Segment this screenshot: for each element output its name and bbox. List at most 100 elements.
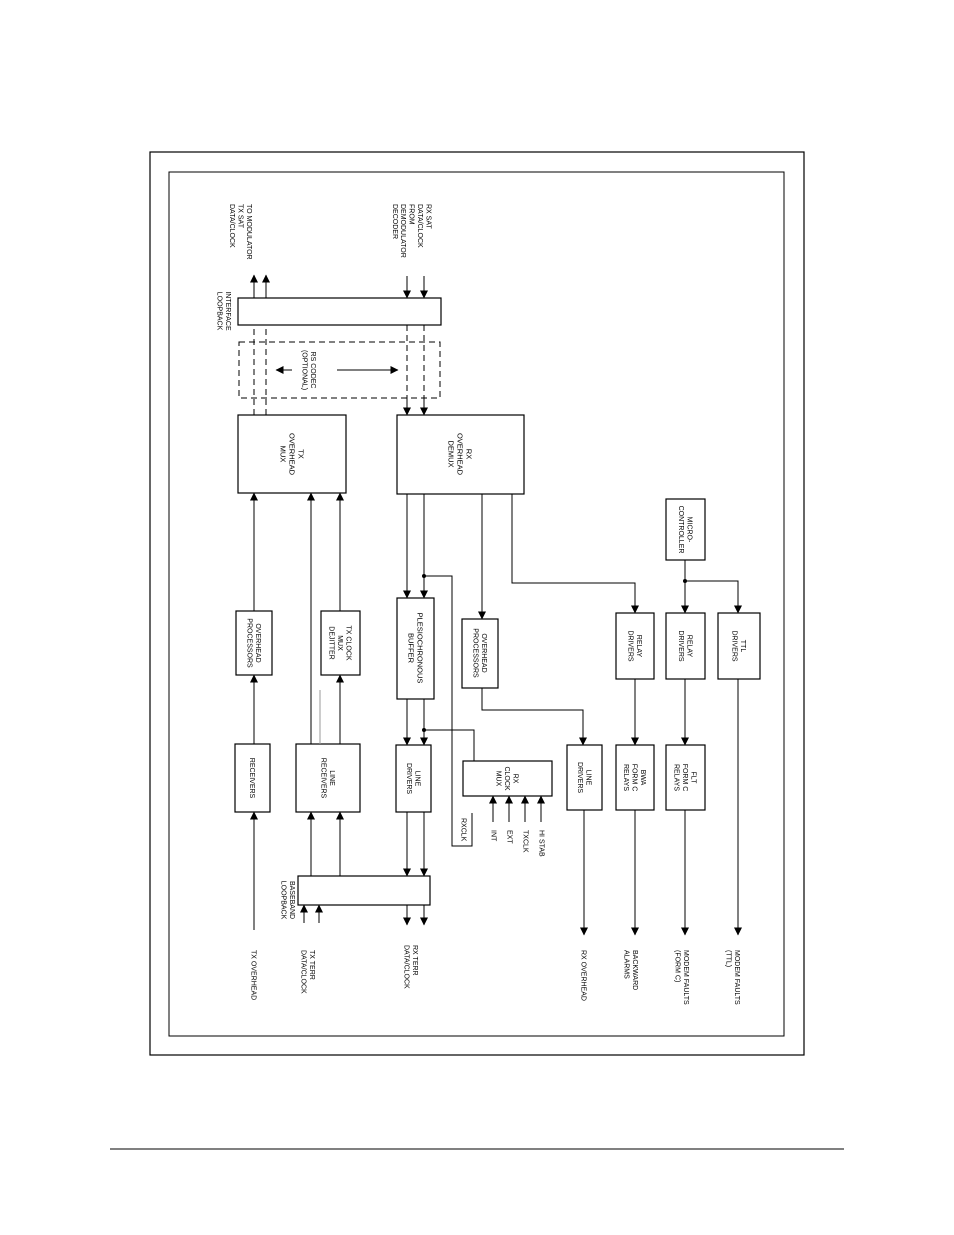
tx-clock-mux-block: TX CLOCKMUXDEJITTER [320, 610, 361, 676]
text-line: DECODER [391, 204, 398, 239]
text-line: RELAY [685, 635, 692, 658]
text-line: BWA [639, 770, 646, 786]
line-receivers-block: LINERECEIVERS [295, 743, 361, 813]
text-line: MUX [278, 446, 287, 463]
interface-loopback-label: INTERFACELOOPBACK [215, 291, 230, 331]
text-line: BACKWARD [631, 950, 638, 990]
text-line: OVERHEAD [455, 433, 464, 476]
line-drivers-1-label: LINEDRIVERS [405, 763, 420, 794]
text-line: DRIVERS [626, 630, 633, 661]
text-line: LINE [584, 770, 591, 786]
text-line: DATA/CLOCK [228, 204, 235, 248]
text-line: DRIVERS [576, 762, 583, 793]
text-line: DEMODULATOR [399, 204, 406, 258]
signal-lines [250, 274, 742, 936]
text-line: DATA/CLOCK [402, 945, 409, 989]
rx-overhead-label: RX OVERHEAD [580, 950, 587, 1001]
rx-terr-label: RX TERRDATA/CLOCK [402, 945, 417, 989]
rx-clock-mux-label: RXCLOCKMUX [495, 766, 519, 790]
ext-label: EXT [506, 830, 513, 844]
text-line: DATA/CLOCK [416, 204, 423, 248]
flt-relays-label: FLTFORM CRELAYS [673, 764, 697, 792]
overhead-processors-rx-label: OVERHEADPROCESSORS [471, 628, 486, 678]
modem-faults-form-c-label: MODEM FAULTS(FORM C) [673, 950, 688, 1005]
text-line: DRIVERS [677, 630, 684, 661]
text-line: FORM C [681, 764, 688, 792]
text-line: HI STAB [538, 830, 545, 857]
rx-clock-mux-block: RXCLOCKMUX [462, 760, 553, 797]
text-line: FLT [689, 772, 696, 785]
text-line: DEMUX [446, 440, 455, 467]
text-line: MODEM FAULTS [733, 950, 740, 1005]
text-line: RELAYS [673, 764, 680, 791]
rx-overhead-demux-block: RXOVERHEADDEMUX [396, 414, 525, 495]
text-line: RX OVERHEAD [580, 950, 587, 1001]
text-line: RELAY [635, 635, 642, 658]
relay-drivers-2-label: RELAYDRIVERS [677, 630, 692, 661]
text-line: EXT [506, 830, 513, 844]
tx-overhead-mux-block: TXOVERHEADMUX [237, 414, 347, 494]
rx-overhead-demux-label: RXOVERHEADDEMUX [446, 433, 473, 476]
text-line: TX TERR [308, 950, 315, 980]
text-line: (FORM C) [673, 950, 680, 982]
text-line: MODEM FAULTS [682, 950, 689, 1005]
txclk-label: TXCLK [522, 830, 529, 853]
tx-overhead-mux-label: TXOVERHEADMUX [278, 433, 305, 476]
text-line: CLOCK [503, 766, 510, 790]
text-line: RELAYS [622, 764, 629, 791]
text-line: FORM C [631, 764, 638, 792]
text-line: PROCESSORS [245, 618, 252, 668]
text-line: ALARMS [622, 950, 629, 979]
micro-controller-label: MICRO-CONTROLLER [677, 506, 692, 554]
tx-clock-mux-label: TX CLOCKMUXDEJITTER [328, 625, 352, 660]
text-line: (OPTIONAL) [300, 350, 307, 390]
line-drivers-1-block: LINEDRIVERS [395, 744, 432, 813]
text-line: MICRO- [685, 517, 692, 543]
plesiochronous-buffer-label: PLESIOCHRONOUSBUFFER [406, 613, 424, 684]
rxclk-label: RXCLK [460, 818, 467, 842]
text-line: RX [464, 449, 473, 459]
line-receivers-label: LINERECEIVERS [319, 758, 334, 799]
micro-controller-block: MICRO-CONTROLLER [665, 498, 706, 561]
rs-codec-label: RS CODEC(OPTIONAL) [300, 350, 315, 390]
text-line: TTL [739, 640, 746, 653]
hi-stab-label: HI STAB [538, 830, 545, 857]
receivers-block: RECEIVERS [234, 743, 271, 813]
text-line: OVERHEAD [480, 633, 487, 672]
text-line: DRIVERS [730, 630, 737, 661]
text-line: LINE [328, 770, 335, 786]
text-line: RX [511, 774, 518, 784]
text-line: DEJITTER [328, 626, 335, 659]
text-line: DATA/CLOCK [299, 950, 306, 994]
relay-drivers-1-label: RELAYDRIVERS [626, 630, 641, 661]
text-line: TX SAT [237, 204, 244, 229]
line-drivers-2-block: LINEDRIVERS [566, 744, 603, 811]
text-line: BASEBAND [288, 881, 295, 919]
overhead-processors-rx-block: OVERHEADPROCESSORS [461, 618, 499, 689]
flt-relays-block: FLTFORM CRELAYS [665, 744, 706, 811]
to-modulator-label: TO MODULATORTX SATDATA/CLOCK [228, 204, 252, 260]
text-line: INTERFACE [224, 291, 231, 331]
relay-drivers-1-block: RELAYDRIVERS [615, 612, 655, 680]
text-line: BUFFER [406, 633, 415, 664]
text-line: RX TERR [411, 945, 418, 976]
ttl-drivers-block: TTLDRIVERS [717, 612, 761, 680]
modem-faults-ttl-label: MODEM FAULTS(TTL) [724, 950, 739, 1005]
rs-codec-region [238, 341, 441, 399]
outer-frame [149, 151, 805, 1056]
text-line: LOOPBACK [279, 881, 286, 920]
int-label: INT [490, 830, 497, 842]
tx-overhead-label: TX OVERHEAD [250, 950, 257, 1000]
text-line: RXCLK [460, 818, 467, 842]
backward-alarms-label: BACKWARDALARMS [622, 950, 637, 990]
overhead-processors-tx-label: OVERHEADPROCESSORS [245, 618, 260, 668]
text-line: DRIVERS [405, 763, 412, 794]
text-line: PLESIOCHRONOUS [415, 613, 424, 684]
from-demodulator-label: RX SATDATA/CLOCKFROMDEMODULATORDECODER [391, 204, 432, 258]
tx-terr-label: TX TERRDATA/CLOCK [299, 950, 314, 994]
baseband-loopback-label: BASEBANDLOOPBACK [279, 881, 294, 920]
relay-drivers-2-block: RELAYDRIVERS [665, 612, 706, 680]
bwa-relays-block: BWAFORM CRELAYS [615, 744, 655, 811]
text-line: LINE [413, 771, 420, 787]
text-line: TX [296, 449, 305, 459]
